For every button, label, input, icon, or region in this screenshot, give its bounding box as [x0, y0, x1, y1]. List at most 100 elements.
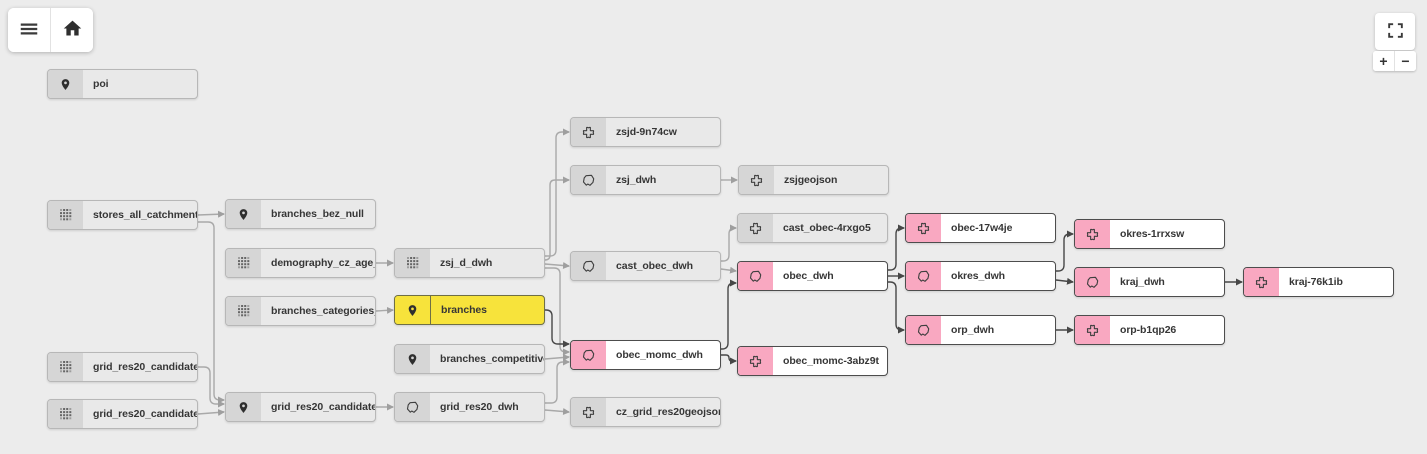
- edge-grid_res20_dwh-to-cz_grid_res20geojson: [544, 408, 570, 415]
- node-okres_dwh[interactable]: okres_dwh: [905, 261, 1056, 291]
- node-label: obec_momc-3abz9t: [783, 355, 879, 367]
- node-label: okres-1rrxsw: [1120, 228, 1185, 240]
- table-icon: [48, 353, 83, 381]
- home-button[interactable]: [51, 8, 93, 52]
- home-icon: [62, 18, 83, 42]
- polygon-icon: [395, 393, 430, 421]
- node-label: grid_res20_candidate: [93, 361, 197, 373]
- node-branches_competitive[interactable]: branches_competitive: [394, 344, 545, 374]
- node-grid_res20_dwh[interactable]: grid_res20_dwh: [394, 392, 545, 422]
- polygon-icon: [906, 262, 941, 290]
- edge-okres_dwh-to-okres-1rrxsw: [1056, 230, 1074, 272]
- edge-grid_res20_candidate_b-to-grid_res20_candidate_p: [197, 408, 225, 416]
- node-orp_dwh[interactable]: orp_dwh: [905, 315, 1056, 345]
- node-obec_dwh[interactable]: obec_dwh: [737, 261, 888, 291]
- zoom-out-button[interactable]: −: [1395, 51, 1416, 71]
- fullscreen-icon: [1386, 21, 1405, 43]
- node-kraj_dwh[interactable]: kraj_dwh: [1074, 267, 1225, 297]
- node-label: okres_dwh: [951, 270, 1005, 282]
- edge-stores_all_catchment-to-grid_res20_candidate_p: [198, 221, 225, 404]
- node-label: kraj_dwh: [1120, 276, 1165, 288]
- node-label: grid_res20_candidate: [93, 408, 197, 420]
- node-label: poi: [93, 78, 109, 90]
- node-branches_bez_null[interactable]: branches_bez_null: [225, 199, 376, 229]
- node-zsjgeojson[interactable]: zsjgeojson: [738, 165, 889, 195]
- node-label: obec_dwh: [783, 270, 834, 282]
- table-icon: [395, 249, 430, 277]
- node-label: branches_bez_null: [271, 208, 364, 220]
- edge-obec_momc_dwh-to-obec_momc-3abz9t: [721, 354, 737, 365]
- edge-zsj_d_dwh-to-obec_momc_dwh: [545, 267, 570, 356]
- edge-okres_dwh-to-kraj_dwh: [1055, 277, 1074, 285]
- polygon-icon: [571, 341, 606, 369]
- node-label: zsj_d_dwh: [440, 257, 493, 269]
- node-label: cast_obec_dwh: [616, 260, 693, 272]
- node-label: demography_cz_age_: [271, 257, 375, 269]
- node-cz_grid_res20geojson[interactable]: cz_grid_res20geojson: [570, 397, 721, 427]
- puzzle-icon: [571, 118, 606, 146]
- edge-branches_competitive-to-obec_momc_dwh: [544, 354, 570, 361]
- edge-zsj_d_dwh-to-zsjd-9n74cw: [545, 128, 570, 257]
- node-zsj_dwh[interactable]: zsj_dwh: [570, 165, 721, 195]
- toolbar: [8, 8, 93, 52]
- node-poi[interactable]: poi: [47, 69, 198, 99]
- polygon-icon: [571, 252, 606, 280]
- node-label: branches_categories_: [271, 305, 375, 317]
- edge-obec_dwh-to-orp_dwh: [888, 281, 905, 334]
- puzzle-icon: [738, 347, 773, 375]
- node-obec-17w4je[interactable]: obec-17w4je: [905, 213, 1056, 243]
- edge-cast_obec_dwh-to-cast_obec-4rxgo5: [721, 224, 737, 262]
- edge-branches_categories-to-branches: [375, 306, 394, 314]
- pin-icon: [395, 296, 431, 324]
- edge-zsj_d_dwh-to-zsj_dwh: [544, 176, 570, 261]
- node-label: orp_dwh: [951, 324, 995, 336]
- node-label: kraj-76k1ib: [1289, 276, 1343, 288]
- polygon-icon: [738, 262, 773, 290]
- hamburger-icon: [18, 18, 40, 43]
- node-zsj_d_dwh[interactable]: zsj_d_dwh: [394, 248, 545, 278]
- node-cast_obec_dwh[interactable]: cast_obec_dwh: [570, 251, 721, 281]
- pin-icon: [395, 345, 430, 373]
- node-okres-1rrxsw[interactable]: okres-1rrxsw: [1074, 219, 1225, 249]
- node-grid_res20_candidate_a[interactable]: grid_res20_candidate: [47, 352, 198, 382]
- node-obec_momc-3abz9t[interactable]: obec_momc-3abz9t: [737, 346, 888, 376]
- edge-grid_res20_dwh-to-obec_momc_dwh: [545, 358, 570, 404]
- node-label: zsjgeojson: [784, 174, 838, 186]
- puzzle-icon: [739, 166, 774, 194]
- fullscreen-card: [1375, 13, 1415, 50]
- node-zsjd-9n74cw[interactable]: zsjd-9n74cw: [570, 117, 721, 147]
- node-label: zsj_dwh: [616, 174, 657, 186]
- table-icon: [226, 249, 261, 277]
- pin-icon: [48, 70, 83, 98]
- polygon-icon: [1075, 268, 1110, 296]
- node-label: grid_res20_candidate: [271, 401, 375, 413]
- node-branches_categories[interactable]: branches_categories_: [225, 296, 376, 326]
- node-label: cz_grid_res20geojson: [616, 406, 720, 418]
- edge-branches-to-obec_momc_dwh: [545, 309, 570, 348]
- node-grid_res20_candidate_p[interactable]: grid_res20_candidate: [225, 392, 376, 422]
- node-obec_momc_dwh[interactable]: obec_momc_dwh: [570, 340, 721, 370]
- puzzle-icon: [738, 214, 773, 242]
- edge-stores_all_catchment-to-branches_bez_null: [197, 210, 225, 218]
- edge-zsj_d_dwh-to-cast_obec_dwh: [544, 262, 570, 269]
- pin-icon: [226, 200, 261, 228]
- node-cast_obec-4rxgo5[interactable]: cast_obec-4rxgo5: [737, 213, 888, 243]
- zoom-in-button[interactable]: +: [1373, 51, 1394, 71]
- node-stores_all_catchment[interactable]: stores_all_catchment: [47, 200, 198, 230]
- node-label: cast_obec-4rxgo5: [783, 222, 871, 234]
- edge-cast_obec_dwh-to-obec_dwh: [720, 266, 737, 274]
- node-kraj-76k1ib[interactable]: kraj-76k1ib: [1243, 267, 1394, 297]
- node-grid_res20_candidate_b[interactable]: grid_res20_candidate: [47, 399, 198, 429]
- toolbar-divider: [50, 8, 51, 52]
- node-label: zsjd-9n74cw: [616, 126, 677, 138]
- fullscreen-button[interactable]: [1375, 13, 1415, 50]
- edge-obec_dwh-to-obec-17w4je: [888, 224, 905, 271]
- pin-icon: [226, 393, 261, 421]
- table-icon: [48, 400, 83, 428]
- node-demography_cz_age[interactable]: demography_cz_age_: [225, 248, 376, 278]
- node-label: orp-b1qp26: [1120, 324, 1177, 336]
- node-orp-b1qp26[interactable]: orp-b1qp26: [1074, 315, 1225, 345]
- node-branches[interactable]: branches: [394, 295, 545, 325]
- menu-button[interactable]: [8, 8, 50, 52]
